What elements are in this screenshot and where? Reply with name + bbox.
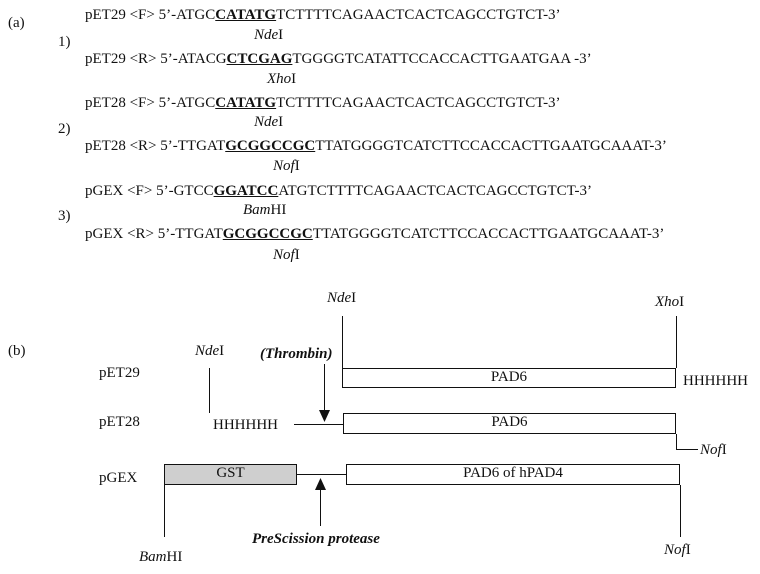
ndei-left-label: NdeI bbox=[195, 343, 225, 359]
nofi-bottom-line bbox=[680, 485, 681, 537]
vector-label-pet29: pET29 bbox=[99, 365, 140, 381]
enzyme-ndei-1: NdeI bbox=[254, 27, 284, 43]
group-label-1: 1) bbox=[58, 34, 71, 50]
gst-box: GST bbox=[164, 464, 297, 485]
nofi-mid-vline bbox=[676, 434, 677, 449]
thrombin-arrow-head bbox=[319, 410, 330, 422]
enzyme-bamhi: BamHI bbox=[243, 202, 287, 218]
xhoi-top-line bbox=[676, 316, 677, 368]
prescission-arrow-head bbox=[315, 478, 326, 490]
panel-b-label: (b) bbox=[8, 343, 26, 359]
enzyme-nofi-1: NofI bbox=[273, 158, 300, 174]
ndei-top-label: NdeI bbox=[327, 290, 357, 306]
primer-pet28-f: pET28 <F> 5’-ATGCCATATGTCTTTTCAGAACTCACT… bbox=[85, 95, 561, 111]
ndei-left-line bbox=[209, 368, 210, 413]
vector-label-pgex: pGEX bbox=[99, 470, 138, 486]
prescission-arrow-line bbox=[320, 489, 321, 526]
enzyme-ndei-2: NdeI bbox=[254, 114, 284, 130]
pgex-pad6-hpad4-box: PAD6 of hPAD4 bbox=[346, 464, 680, 485]
pet29-his-tag: HHHHHH bbox=[683, 373, 748, 389]
primer-pet29-f: pET29 <F> 5’-ATGCCATATGTCTTTTCAGAACTCACT… bbox=[85, 7, 561, 23]
pgex-linker-line bbox=[297, 474, 346, 475]
pet29-pad6-box: PAD6 bbox=[342, 368, 676, 388]
pet28-pad6-box: PAD6 bbox=[343, 413, 676, 434]
primer-pet28-r: pET28 <R> 5’-TTGATGCGGCCGCTTATGGGGTCATCT… bbox=[85, 138, 667, 154]
thrombin-label: (Thrombin) bbox=[260, 346, 333, 362]
vector-label-pet28: pET28 bbox=[99, 414, 140, 430]
xhoi-top-label: XhoI bbox=[655, 294, 685, 310]
primer-pet29-r: pET29 <R> 5’-ATACGCTCGAGTGGGGTCATATTCCAC… bbox=[85, 51, 592, 67]
group-label-2: 2) bbox=[58, 121, 71, 137]
enzyme-nofi-2: NofI bbox=[273, 247, 300, 263]
bamhi-line bbox=[164, 485, 165, 537]
nofi-bottom-label: NofI bbox=[664, 542, 691, 558]
pet28-linker-line bbox=[294, 424, 343, 425]
nofi-mid-hline bbox=[676, 449, 698, 450]
primer-pgex-r: pGEX <R> 5’-TTGATGCGGCCGCTTATGGGGTCATCTT… bbox=[85, 226, 665, 242]
nofi-mid-label: NofI bbox=[700, 442, 727, 458]
enzyme-xhoi: XhoI bbox=[267, 71, 297, 87]
primer-pgex-f: pGEX <F> 5’-GTCCGGATCCATGTCTTTTCAGAACTCA… bbox=[85, 183, 592, 199]
thrombin-arrow-line bbox=[324, 364, 325, 416]
ndei-top-line bbox=[342, 316, 343, 368]
group-label-3: 3) bbox=[58, 208, 71, 224]
prescission-label: PreScission protease bbox=[252, 531, 380, 547]
panel-a-label: (a) bbox=[8, 15, 25, 31]
pet28-his-tag: HHHHHH bbox=[213, 417, 278, 433]
bamhi-label: BamHI bbox=[139, 549, 183, 565]
